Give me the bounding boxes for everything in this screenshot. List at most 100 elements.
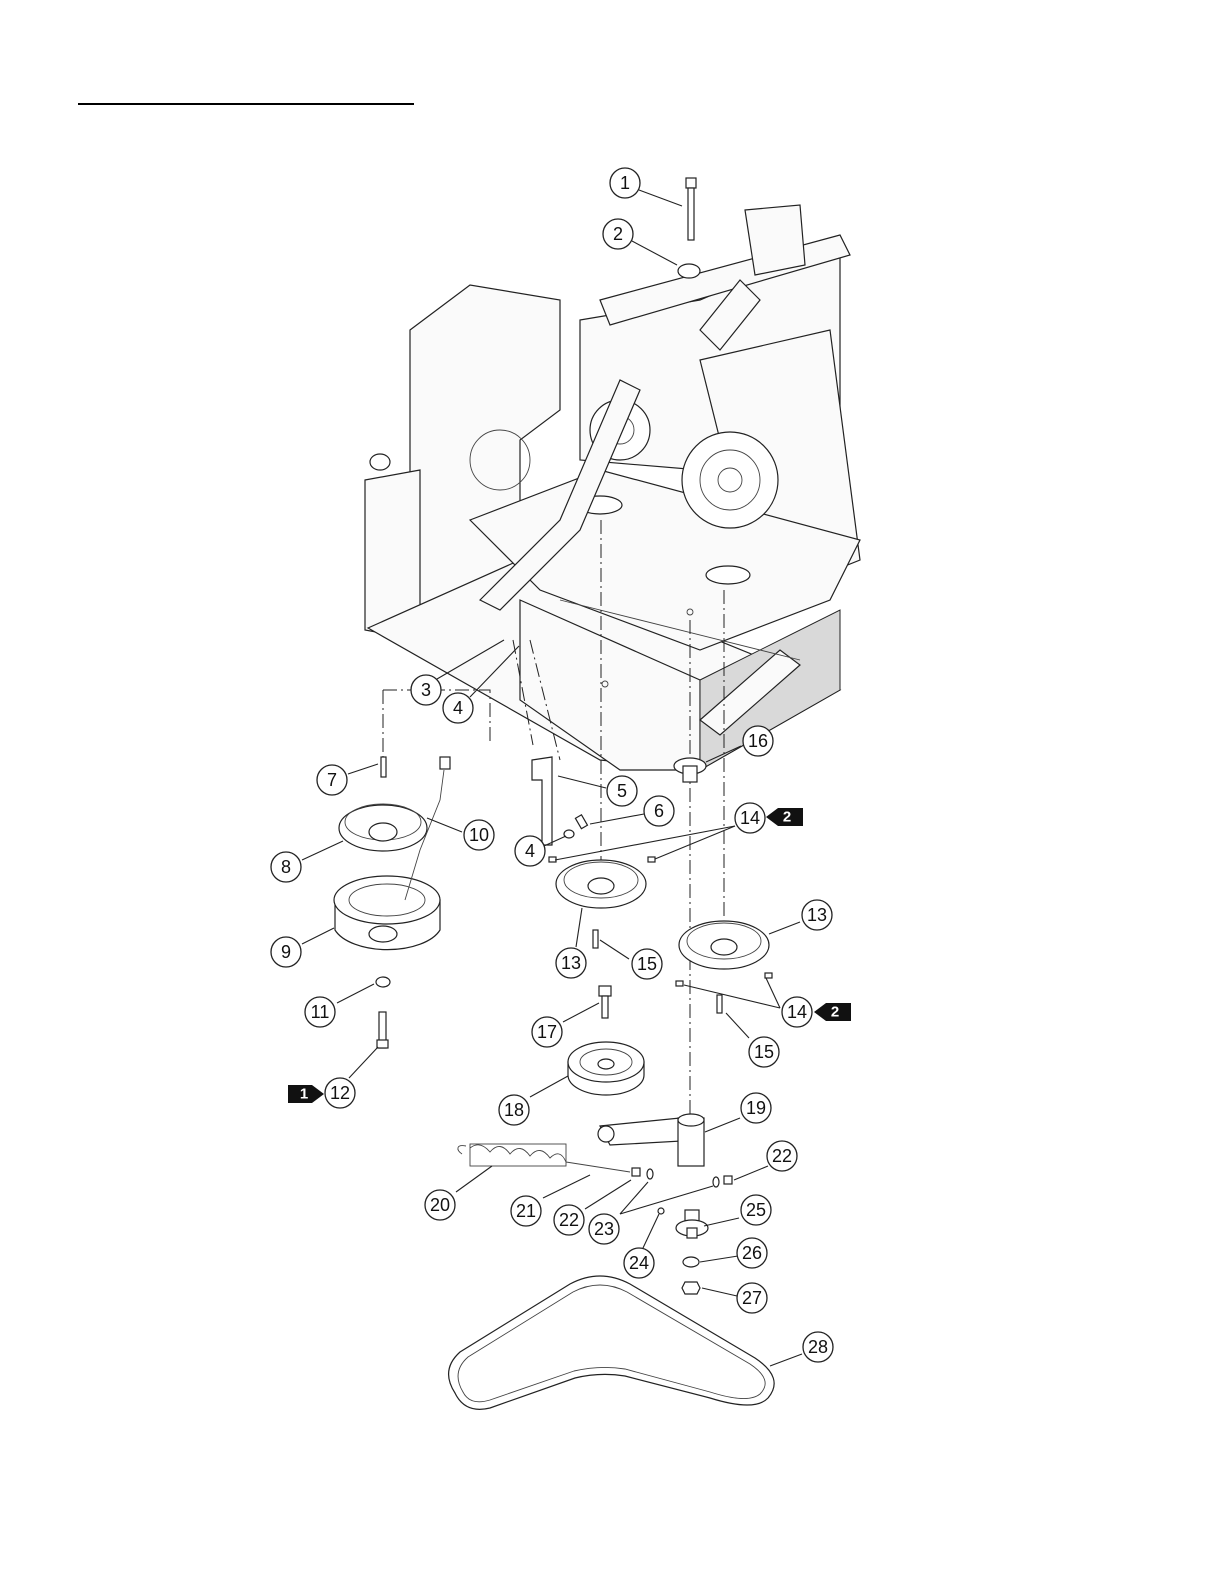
callout-27: 27 [737,1283,767,1313]
callout-8: 8 [271,852,301,882]
ref-tag-12: 1 [288,1085,324,1103]
callout-10: 10 [464,820,494,850]
callout-15b: 15 [749,1037,779,1067]
part-rod-21 [566,1162,630,1172]
callout-13b: 13 [802,900,832,930]
svg-text:1: 1 [300,1086,308,1103]
callout-13a: 13 [556,948,586,978]
part-belt-28 [449,1276,775,1409]
svg-text:4: 4 [453,698,463,718]
svg-text:15: 15 [637,954,657,974]
part-fitting-24 [658,1208,664,1214]
part-pulley-13b [679,921,769,969]
part-washer-23b [713,1177,719,1187]
svg-text:13: 13 [807,905,827,925]
part-pulley-8 [339,804,427,851]
svg-text:25: 25 [746,1200,766,1220]
svg-text:2: 2 [783,809,791,826]
callout-16: 16 [743,726,773,756]
part-key-15b [717,995,722,1013]
part-pulley-13a [556,860,646,908]
part-nut-27 [682,1282,700,1294]
svg-text:22: 22 [559,1210,579,1230]
callout-21: 21 [511,1196,541,1226]
svg-text:27: 27 [742,1288,762,1308]
callout-23: 23 [589,1214,619,1244]
callout-12: 12 [325,1078,355,1108]
svg-text:14: 14 [740,808,760,828]
ref-tag-14a: 2 [766,808,803,826]
part-pivot-25 [676,1210,708,1238]
callout-22b: 22 [767,1141,797,1171]
callout-17: 17 [532,1017,562,1047]
part-nut-22a [632,1168,640,1176]
callout-25: 25 [741,1195,771,1225]
part-bracket-5 [532,757,552,845]
part-spring-20 [458,1144,566,1166]
callout-7: 7 [317,765,347,795]
part-washer-11 [376,977,390,987]
part-idler-arm-19 [598,1114,704,1166]
svg-text:20: 20 [430,1195,450,1215]
svg-text:13: 13 [561,953,581,973]
svg-text:18: 18 [504,1100,524,1120]
callout-28: 28 [803,1332,833,1362]
svg-text:28: 28 [808,1337,828,1357]
callout-24: 24 [624,1248,654,1278]
callout-1: 1 [610,168,640,198]
svg-text:16: 16 [748,731,768,751]
callout-14a: 14 [735,803,765,833]
svg-text:1: 1 [620,173,630,193]
svg-text:7: 7 [327,770,337,790]
svg-text:19: 19 [746,1098,766,1118]
svg-text:10: 10 [469,825,489,845]
callout-11: 11 [305,997,335,1027]
svg-text:8: 8 [281,857,291,877]
callout-9: 9 [271,937,301,967]
svg-text:6: 6 [654,801,664,821]
part-screw-6 [575,815,587,829]
part-washer-26 [683,1257,699,1267]
callout-20: 20 [425,1190,455,1220]
svg-text:26: 26 [742,1243,762,1263]
callout-22a: 22 [554,1205,584,1235]
svg-text:11: 11 [311,1002,330,1022]
ref-tag-14b: 2 [814,1003,851,1021]
callout-3: 3 [411,675,441,705]
callout-6: 6 [644,796,674,826]
part-washer-2 [678,264,700,278]
svg-text:2: 2 [613,224,623,244]
svg-text:9: 9 [281,942,291,962]
callout-26: 26 [737,1238,767,1268]
svg-text:12: 12 [330,1083,350,1103]
callout-15a: 15 [632,949,662,979]
svg-text:14: 14 [787,1002,807,1022]
callout-19: 19 [741,1093,771,1123]
svg-text:15: 15 [754,1042,774,1062]
callout-5: 5 [607,776,637,806]
callout-4b: 4 [515,836,545,866]
part-bolt-12 [377,1012,388,1048]
svg-text:21: 21 [516,1201,536,1221]
svg-text:2: 2 [831,1004,839,1021]
part-key-15a [593,930,598,948]
part-nut-22b [724,1176,732,1184]
part-bolt-1 [686,178,696,240]
part-spacer-16 [674,758,706,782]
part-bolt-17 [599,986,611,1018]
svg-text:3: 3 [421,680,431,700]
svg-text:24: 24 [629,1253,649,1273]
svg-text:22: 22 [772,1146,792,1166]
part-idler-pulley-18 [568,1042,644,1095]
svg-text:4: 4 [525,841,535,861]
callout-18: 18 [499,1095,529,1125]
part-washer-23a [647,1169,653,1179]
svg-text:23: 23 [594,1219,614,1239]
svg-text:5: 5 [617,781,627,801]
part-clutch-9 [334,876,440,950]
callout-2: 2 [603,219,633,249]
svg-text:17: 17 [537,1022,557,1042]
part-key-7 [381,757,386,777]
callout-4a: 4 [443,693,473,723]
